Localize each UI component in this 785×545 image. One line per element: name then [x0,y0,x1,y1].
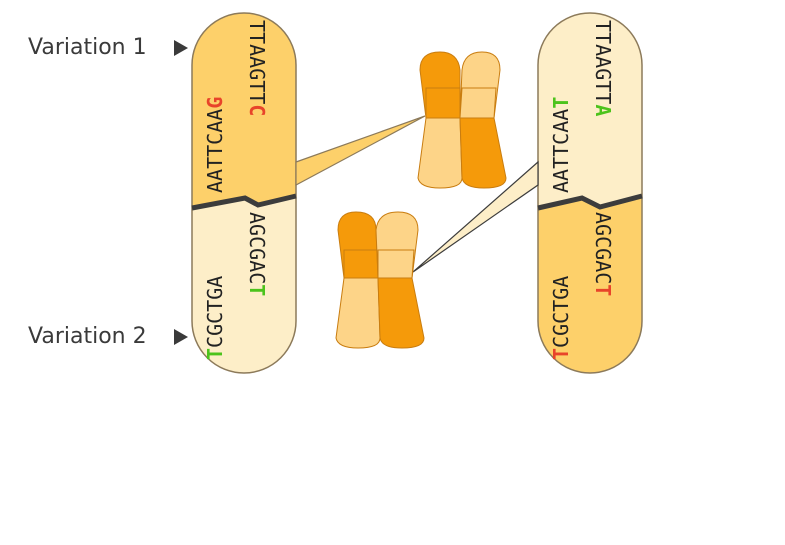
right-top-seq-col2: TTAAGTTA [591,20,615,116]
right-bottom-fill [538,196,642,373]
left-break-line [191,193,297,211]
right-bottom-seq-col1: TCGCTGA [549,276,573,360]
right-capsule-outline [537,12,643,374]
variation-1-arrow-icon [174,40,188,56]
left-chromosome-segment [191,12,297,374]
left-bottom-seq-col1: TCGCTGA [203,276,227,360]
variation-2-arrow-icon [174,329,188,345]
variation-1-label: Variation 1 [28,35,147,60]
variation-2-label: Variation 2 [28,324,147,349]
right-callout-wedge [412,160,539,273]
left-bottom-seq-col2: AGCGACT [245,212,269,296]
left-capsule-outline [191,12,297,374]
left-callout-wedge [295,115,426,187]
right-break-line [537,193,643,211]
right-top-seq-col1: AATTCAAT [549,97,573,193]
left-bottom-fill [192,196,296,373]
right-strand-sequences: AATTCAAT TTAAGTTA TCGCTGA AGCGACT [549,20,615,360]
right-bottom-seq-col2: AGCGACT [591,212,615,296]
right-chromosome-segment [537,12,643,374]
left-strand-sequences: AATTCAAG TTAAGTTC TCGCTGA AGCGACT [203,20,269,360]
left-top-seq-col2: TTAAGTTC [245,20,269,116]
left-top-seq-col1: AATTCAAG [203,97,227,193]
lower-chromosome-pair [335,211,425,349]
upper-chromosome-pair [417,51,507,189]
